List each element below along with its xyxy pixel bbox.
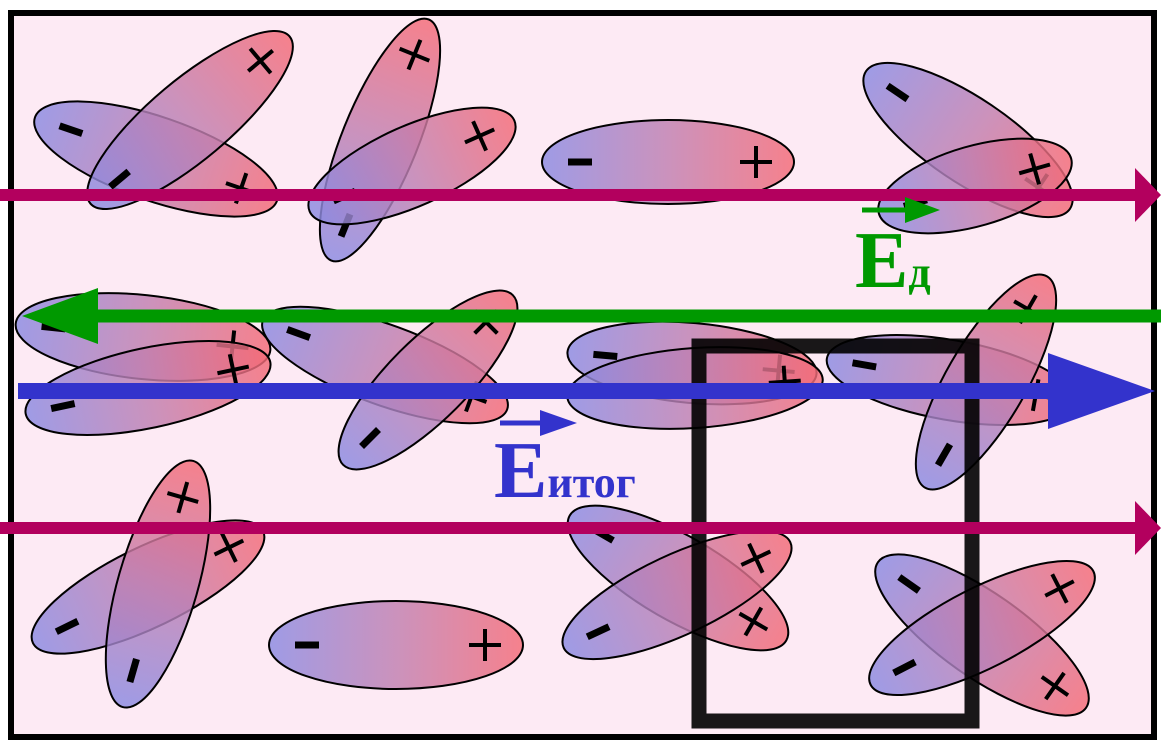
minus-sign	[853, 363, 877, 367]
resulting-field-label-sub: итог	[547, 458, 635, 507]
minus-sign	[51, 404, 74, 409]
dipole	[269, 601, 523, 689]
minus-sign	[593, 354, 617, 356]
resulting-field-label-main: E	[494, 427, 547, 515]
dipole-field-label-sub: д	[908, 248, 930, 297]
dipole-field-label-main: E	[855, 217, 908, 305]
